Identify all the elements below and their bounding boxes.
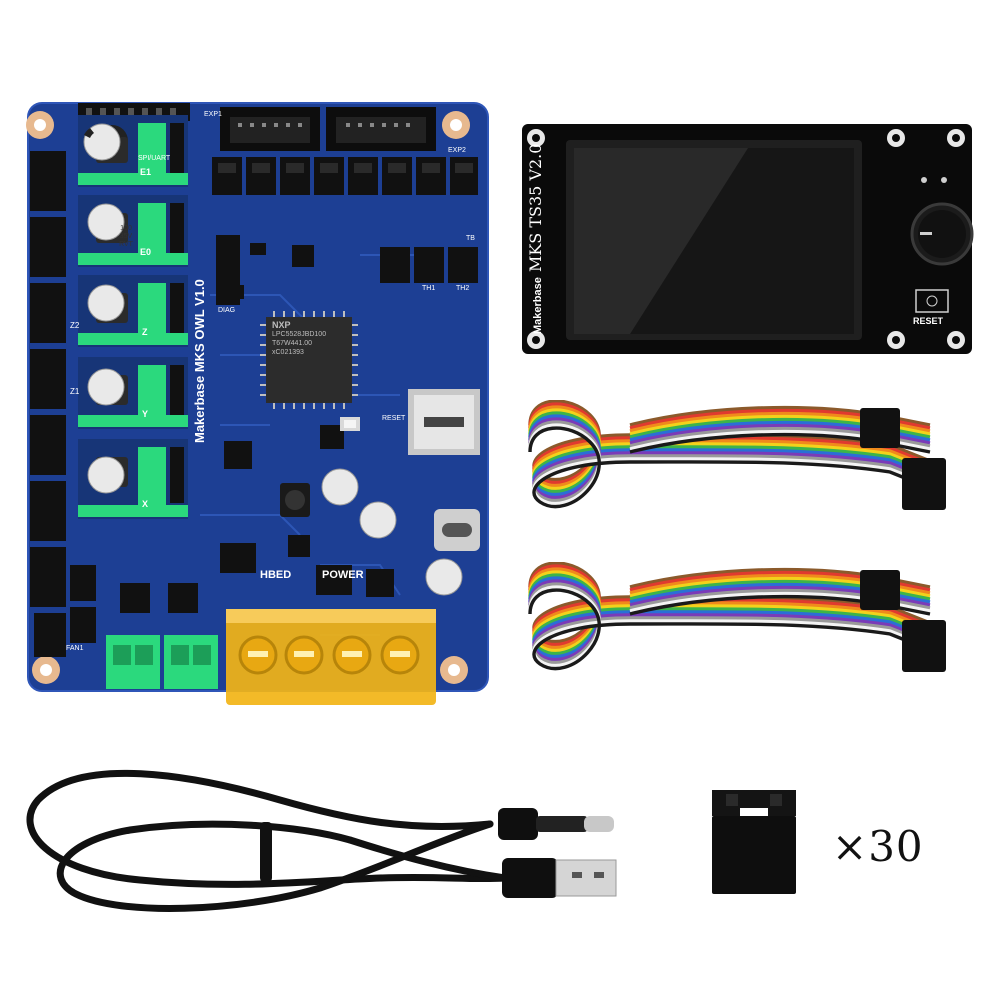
endstop-connectors	[212, 157, 478, 195]
display-brand: Makerbase	[532, 277, 544, 334]
idc-connector	[902, 620, 946, 672]
board-brand-label: Makerbase MKS OWL V1.0	[192, 279, 207, 443]
tb-label: TB	[466, 235, 475, 242]
th2-label: TH2	[456, 285, 470, 292]
usb-c-plug	[498, 808, 614, 840]
driver-axis-e0: E0	[140, 247, 152, 257]
reset-switch	[915, 289, 949, 313]
display-model: MKS TS35 V2.0	[526, 143, 545, 273]
idc-connector	[902, 458, 946, 510]
mainboard-drawing	[26, 102, 489, 705]
driver-mode-label: SPI/UART	[138, 155, 171, 162]
cap-label-series: RVT	[119, 241, 133, 248]
ribbon-cable-2	[510, 562, 970, 692]
idc-connector	[860, 570, 900, 610]
diag-label: DIAG	[218, 307, 236, 314]
ribbon-wire	[528, 588, 941, 671]
board-model: MKS OWL V1.0	[192, 279, 207, 373]
reset-label: RESET	[382, 415, 406, 422]
usb-a-plug	[502, 858, 617, 898]
jumper-quantity: ×30	[832, 822, 924, 871]
mainboard: Makerbase MKS OWL V1.0 NXP LPC5528JBD100…	[20, 95, 500, 710]
ribbon-cable-1-drawing	[528, 400, 946, 510]
ribbon-wire	[528, 426, 941, 509]
display-model-label: Makerbase MKS TS35 V2.0	[526, 144, 545, 334]
usb-cable-drawing	[26, 769, 617, 912]
power-label: POWER	[322, 569, 364, 581]
mcu-markings: NXP LPC5528JBD100 T67W441.00 xC021393	[272, 321, 326, 357]
cap-label-value: 100	[120, 225, 132, 232]
mounting-holes	[26, 111, 470, 684]
cap-label-voltage: 35V	[119, 233, 133, 240]
mcu-chip	[266, 317, 352, 403]
usb-cable	[20, 760, 640, 940]
ribbon-cable-2-drawing	[528, 562, 946, 672]
driver-axis-z: Z	[142, 327, 148, 337]
jumper-cap	[706, 786, 802, 898]
driver-axis-x: X	[142, 499, 149, 509]
chip-line-2: T67W441.00	[272, 340, 313, 347]
driver-axis-y: Y	[142, 409, 149, 419]
driver-axis-e1: E1	[140, 167, 152, 177]
usb-a-port	[408, 389, 480, 455]
hbed-label: HBED	[260, 569, 292, 581]
chip-line-3: xC021393	[272, 349, 304, 356]
display-reset-label: RESET	[913, 316, 944, 326]
jumper-cap-drawing	[712, 790, 796, 894]
cap-label: 100 35V RVT	[114, 225, 138, 249]
idc-connector	[860, 408, 900, 448]
touch-display: Makerbase MKS TS35 V2.0 RESET	[520, 122, 976, 358]
z2-label: Z2	[70, 321, 80, 330]
fan-label: FAN1	[66, 645, 84, 652]
chip-brand: NXP	[272, 320, 291, 330]
exp1-label: EXP1	[204, 111, 222, 118]
motor-connectors	[30, 151, 66, 657]
electrolytic-capacitors	[83, 123, 463, 596]
th1-label: TH1	[422, 285, 436, 292]
green-terminals	[106, 635, 218, 689]
z1-label: Z1	[70, 387, 80, 396]
board-brand: Makerbase	[192, 375, 207, 443]
chip-line-1: LPC5528JBD100	[272, 331, 327, 338]
ribbon-cable-1	[510, 400, 970, 530]
power-terminal	[226, 609, 436, 705]
exp-headers	[220, 107, 436, 151]
exp2-label: EXP2	[448, 147, 466, 154]
usb-c-port	[434, 509, 480, 551]
display-drawing	[522, 124, 974, 354]
mosfets	[120, 543, 394, 613]
